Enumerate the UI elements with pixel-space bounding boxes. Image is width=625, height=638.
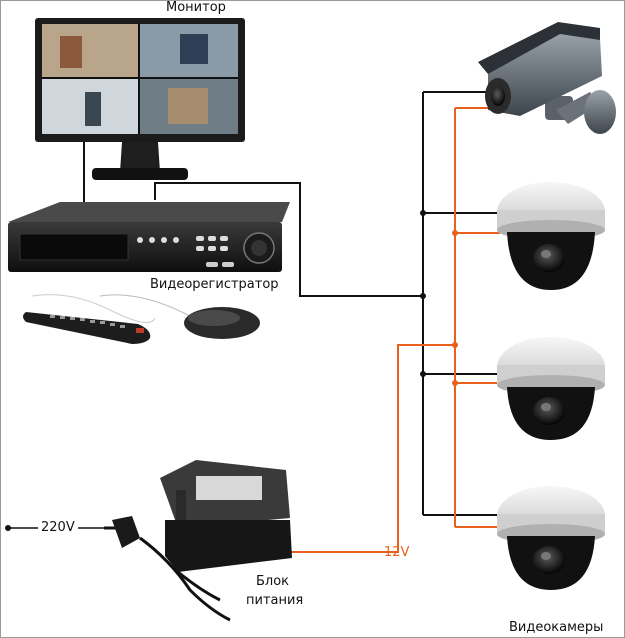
power-supply-label-line2: питания xyxy=(246,593,304,608)
mains-voltage-label: 220V xyxy=(41,520,75,535)
bullet-camera-icon xyxy=(478,22,616,134)
dc-voltage-label: 12V xyxy=(384,545,410,560)
power-supply-icon xyxy=(160,460,292,572)
cameras-label: Видеокамеры xyxy=(509,620,604,635)
dome-camera-icon xyxy=(497,182,605,290)
mouse-icon xyxy=(99,294,260,339)
power-plug-icon xyxy=(104,516,231,622)
power-wires xyxy=(282,107,500,553)
monitor-label: Монитор xyxy=(166,0,226,15)
dome-camera-icon xyxy=(497,486,605,590)
mains-line xyxy=(5,525,104,531)
signal-wires xyxy=(83,91,500,516)
monitor-icon xyxy=(35,18,245,180)
wire-junctions xyxy=(420,210,458,386)
power-supply-label-line1: Блок xyxy=(256,574,290,589)
dvr-icon xyxy=(8,202,290,272)
remote-control-icon xyxy=(23,294,156,344)
dome-camera-icon xyxy=(497,337,605,440)
dvr-label: Видеорегистратор xyxy=(150,277,279,292)
